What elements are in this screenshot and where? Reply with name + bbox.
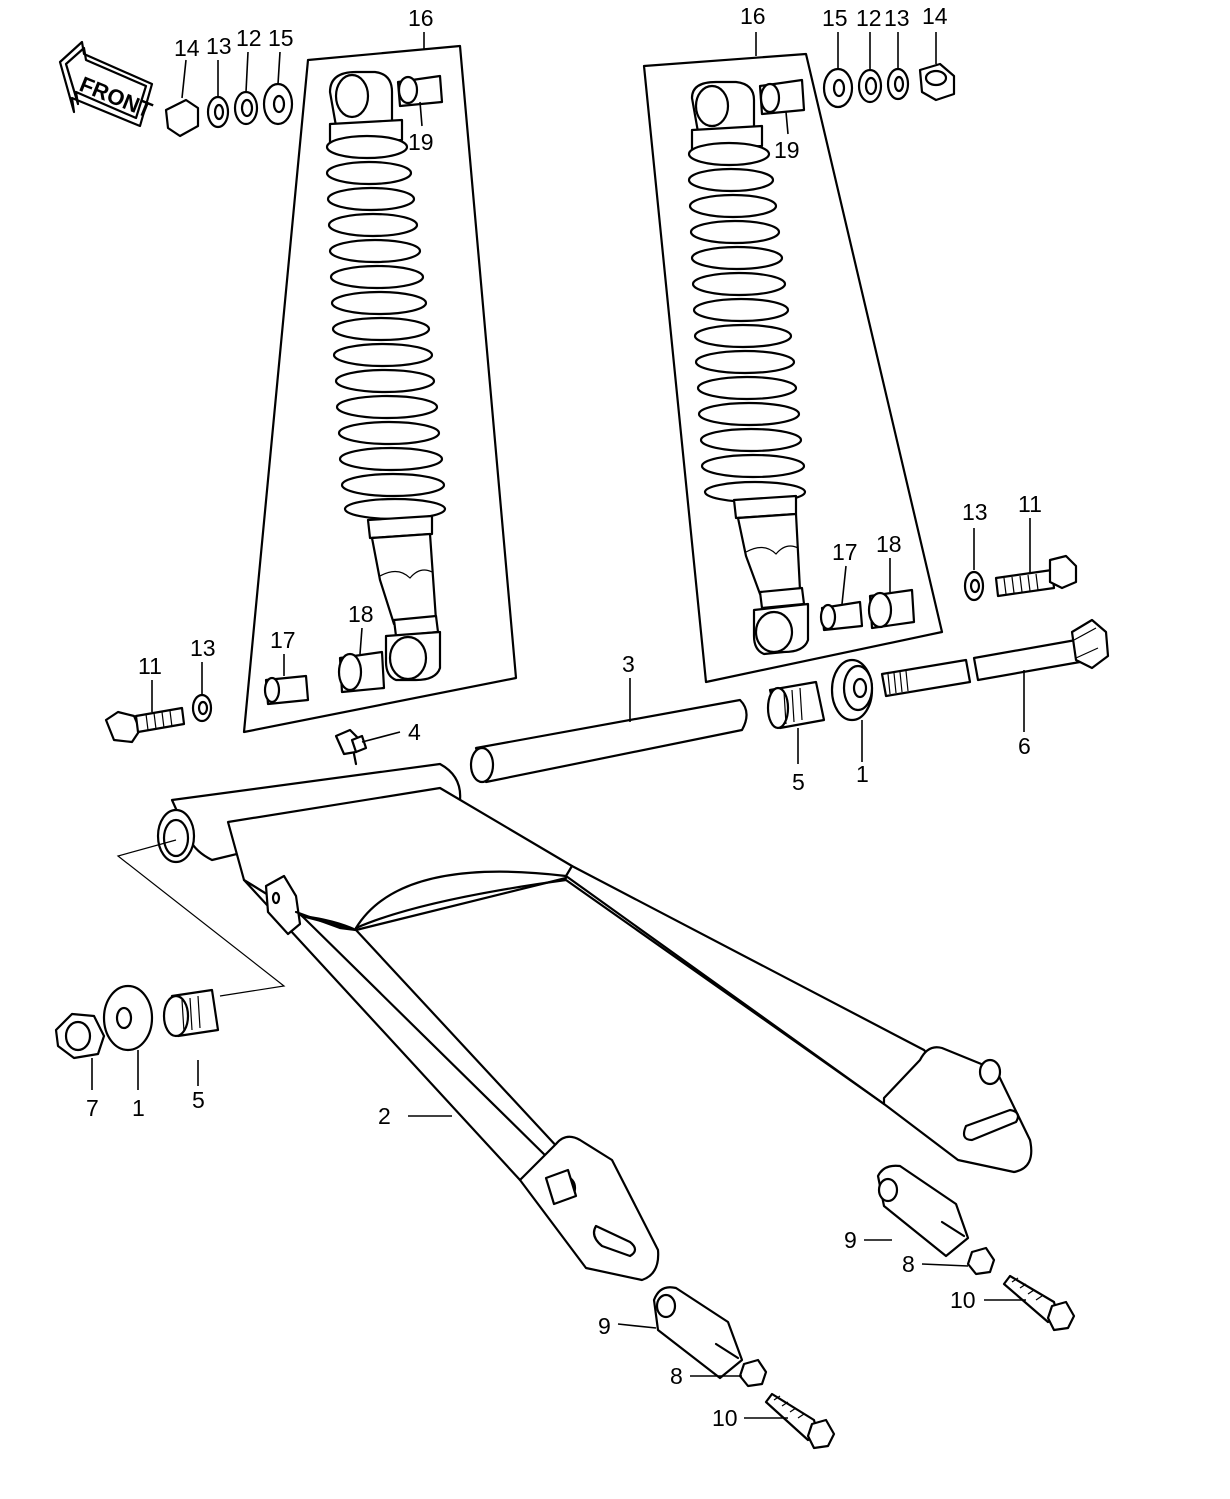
right-top-hardware xyxy=(822,62,956,109)
left-chain-adjuster xyxy=(652,1286,836,1450)
callout-14-right: 14 xyxy=(922,3,948,29)
callout-13-mid: 13 xyxy=(962,499,988,525)
callout-3: 3 xyxy=(622,651,635,677)
callout-11-mid: 11 xyxy=(1018,491,1042,517)
pivot-shaft xyxy=(880,618,1110,698)
callout-14-left: 14 xyxy=(174,35,200,61)
right-shock-panel xyxy=(642,52,944,684)
callout-18-left: 18 xyxy=(348,601,374,627)
callout-18-right: 18 xyxy=(876,531,902,557)
callout-19-left: 19 xyxy=(408,129,434,155)
callout-4: 4 xyxy=(408,719,421,745)
callout-10-left: 10 xyxy=(712,1405,738,1431)
left-shock-bolt xyxy=(104,693,213,744)
callout-2: 2 xyxy=(378,1103,391,1129)
callout-15-left: 15 xyxy=(268,25,294,51)
callout-5-left: 5 xyxy=(192,1087,205,1113)
callout-15-right: 15 xyxy=(822,5,848,31)
left-pivot-parts xyxy=(54,984,220,1060)
needle-bearing-right xyxy=(766,680,826,730)
right-chain-adjuster xyxy=(876,1164,1076,1332)
dust-cap-right xyxy=(830,658,874,722)
grease-nipple xyxy=(334,728,368,766)
callout-17-right: 17 xyxy=(832,539,858,565)
callout-10-right: 10 xyxy=(950,1287,976,1313)
callout-6: 6 xyxy=(1018,733,1031,759)
callout-19-right: 19 xyxy=(774,137,800,163)
leader-lines xyxy=(91,32,1031,1419)
right-spring xyxy=(687,141,807,504)
callout-12-left: 12 xyxy=(236,25,262,51)
pivot-sleeve xyxy=(469,698,748,784)
callout-7: 7 xyxy=(86,1095,99,1121)
callout-13-left: 13 xyxy=(206,33,232,59)
swingarm xyxy=(156,762,1033,1282)
callout-5-right: 5 xyxy=(792,769,805,795)
callout-1-left: 1 xyxy=(132,1095,145,1121)
callout-labels: 16 14 13 12 15 19 16 15 12 13 14 19 13 1… xyxy=(86,3,1042,1431)
callout-16-right: 16 xyxy=(740,3,766,29)
callout-13-left-bolt: 13 xyxy=(190,635,216,661)
callout-17-left: 17 xyxy=(270,627,296,653)
left-shock-panel xyxy=(242,44,518,734)
front-arrow-icon: FRONT xyxy=(58,40,156,128)
callout-9-right: 9 xyxy=(844,1227,857,1253)
left-pivot-leader-frame xyxy=(116,839,286,997)
callout-8-right: 8 xyxy=(902,1251,915,1277)
callout-12-right: 12 xyxy=(856,5,882,31)
right-shock-bolt xyxy=(963,554,1078,602)
callout-11-left: 11 xyxy=(138,653,162,679)
callout-8-left: 8 xyxy=(670,1363,683,1389)
callout-16-left: 16 xyxy=(408,5,434,31)
callout-13-right: 13 xyxy=(884,5,910,31)
callout-9-left: 9 xyxy=(598,1313,611,1339)
left-top-hardware xyxy=(164,82,294,138)
left-spring xyxy=(325,134,447,521)
callout-1-right: 1 xyxy=(856,761,869,787)
